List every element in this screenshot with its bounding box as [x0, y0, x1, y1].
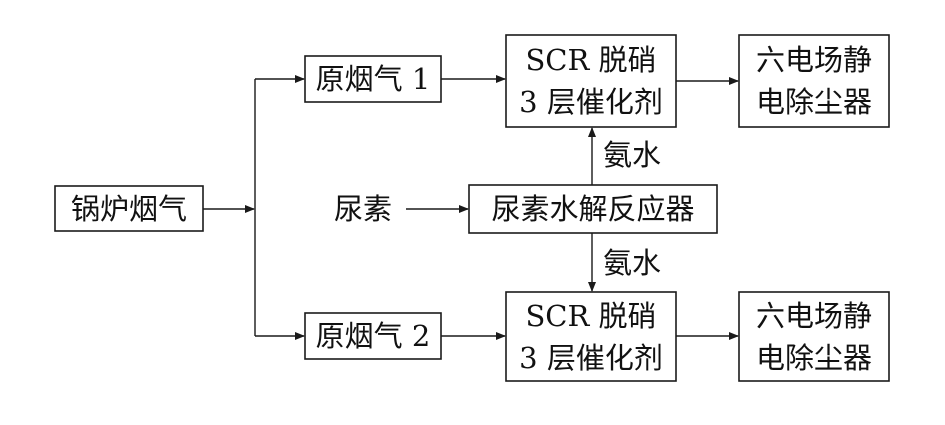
boiler-flue-gas-box [54, 185, 204, 232]
urea-hydrolysis-reactor-box [468, 184, 718, 234]
scr-1-label-line1: SCR 脱硝 [525, 43, 656, 77]
raw-flue-gas-1-box [304, 55, 442, 103]
esp-2-label-line2: 电除尘器 [756, 341, 872, 375]
urea-label: 尿素 [334, 192, 392, 226]
boiler-flue-gas-label: 锅炉烟气 [71, 192, 187, 226]
esp-1-box [738, 34, 890, 128]
raw-flue-gas-2-label: 原烟气 2 [316, 319, 431, 353]
ammonia-up-label: 氨水 [603, 138, 661, 172]
scr-2-label-line2: 3 层催化剂 [519, 341, 663, 375]
raw-flue-gas-1-label: 原烟气 1 [316, 62, 431, 96]
scr-1-label-line2: 3 层催化剂 [519, 85, 663, 119]
esp-1-label-line2: 电除尘器 [756, 85, 872, 119]
esp-1-label-line1: 六电场静 [756, 43, 872, 77]
scr-2-label-line1: SCR 脱硝 [525, 299, 656, 333]
esp-2-box [738, 291, 890, 382]
ammonia-down-label: 氨水 [603, 246, 661, 280]
raw-flue-gas-2-box [304, 312, 442, 360]
urea-hydrolysis-reactor-label: 尿素水解反应器 [491, 192, 694, 226]
esp-2-label-line1: 六电场静 [756, 299, 872, 333]
scr-denitration-1-box [505, 34, 677, 128]
scr-denitration-2-box [505, 291, 677, 382]
